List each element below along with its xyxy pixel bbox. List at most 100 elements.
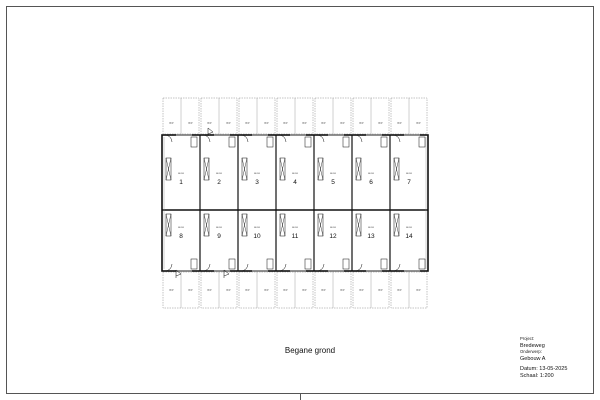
- plot-label: BIP: [283, 288, 287, 292]
- entrance-marker: [207, 127, 214, 136]
- unit-number: 9: [217, 233, 221, 240]
- entry-block: [418, 258, 426, 270]
- entry-block: [266, 258, 274, 270]
- project-value: Bredeweg: [520, 342, 545, 349]
- stair-cross: [165, 213, 172, 237]
- unit-number: 13: [367, 233, 375, 240]
- entry-block: [418, 136, 426, 148]
- project-label: Project:: [520, 336, 535, 341]
- entry-block: [228, 258, 236, 270]
- stair: [203, 213, 210, 237]
- unit-label: BEDR: [368, 227, 374, 229]
- unit-label: BEDR: [254, 227, 260, 229]
- plot-label: BIP: [169, 121, 173, 125]
- plot-label: BIP: [340, 288, 344, 292]
- stair: [279, 213, 286, 237]
- unit-label: BEDR: [406, 227, 412, 229]
- stair-cross: [241, 213, 248, 237]
- date-line: Datum: 13-05-2025: [520, 366, 568, 373]
- plot-label: BIP: [378, 121, 382, 125]
- entry-block: [266, 136, 274, 148]
- entry-block: [228, 136, 236, 148]
- plot-label: BIP: [321, 288, 325, 292]
- unit-label: BEDR: [292, 173, 298, 175]
- door-swing: [392, 263, 401, 272]
- plot-label: BIP: [245, 288, 249, 292]
- units-group: BEDR1BEDR8BEDR2BEDR9BEDR3BEDR10BEDR4BEDR…: [178, 173, 413, 240]
- unit-number: 14: [405, 233, 413, 240]
- entry-block: [190, 258, 198, 270]
- stair: [241, 213, 248, 237]
- entry-block: [190, 136, 198, 148]
- plot-label: BIP: [207, 121, 211, 125]
- stair-cross: [355, 213, 362, 237]
- unit-number: 3: [255, 179, 259, 186]
- door-swing: [354, 134, 363, 143]
- door-swing: [316, 134, 325, 143]
- stair-cross: [241, 157, 248, 181]
- plot-label: BIP: [397, 288, 401, 292]
- entry-block: [380, 136, 388, 148]
- entry-block: [342, 136, 350, 148]
- plot-label: BIP: [264, 288, 268, 292]
- plot-label: BIP: [359, 288, 363, 292]
- stair: [203, 157, 210, 181]
- entry-block: [304, 136, 312, 148]
- plot-label: BIP: [302, 288, 306, 292]
- stair-cross: [393, 213, 400, 237]
- unit-label: BEDR: [368, 173, 374, 175]
- scale-line: Schaal: 1:200: [520, 372, 554, 379]
- unit-number: 12: [329, 233, 337, 240]
- entry-block: [342, 258, 350, 270]
- plot-label: BIP: [283, 121, 287, 125]
- plot-label: BIP: [245, 121, 249, 125]
- unit-label: BEDR: [178, 227, 184, 229]
- unit-number: 5: [331, 179, 335, 186]
- stair-cross: [393, 157, 400, 181]
- entry-block: [380, 258, 388, 270]
- door-swing: [316, 263, 325, 272]
- unit-label: BEDR: [216, 173, 222, 175]
- stair-cross: [165, 157, 172, 181]
- subject-label: Onderwerp:: [520, 349, 542, 355]
- plot-label: BIP: [302, 121, 306, 125]
- stair: [355, 213, 362, 237]
- entrance-marker: [223, 269, 230, 278]
- stair: [165, 157, 172, 181]
- plot-label: BIP: [378, 288, 382, 292]
- stair: [317, 157, 324, 181]
- plot-label: BIP: [226, 121, 230, 125]
- sheet-center-tick: [300, 394, 301, 400]
- door-swing: [278, 263, 287, 272]
- door-swing: [202, 263, 211, 272]
- plot-label: BIP: [416, 288, 420, 292]
- plot-label: BIP: [321, 121, 325, 125]
- plot-label: BIP: [340, 121, 344, 125]
- stair: [393, 213, 400, 237]
- plot-label: BIP: [188, 288, 192, 292]
- subject-value: Gebouw A: [520, 355, 546, 362]
- stair-cross: [203, 157, 210, 181]
- building-outline: [161, 134, 429, 272]
- door-swing: [392, 134, 401, 143]
- unit-number: 2: [217, 179, 221, 186]
- stair-cross: [279, 213, 286, 237]
- stair-cross: [355, 157, 362, 181]
- plot-label: BIP: [226, 288, 230, 292]
- door-swing: [354, 263, 363, 272]
- stair: [393, 157, 400, 181]
- unit-number: 6: [369, 179, 373, 186]
- stair: [355, 157, 362, 181]
- outer-wall: [161, 134, 429, 272]
- unit-number: 11: [292, 233, 299, 240]
- stair: [279, 157, 286, 181]
- door-swing: [164, 263, 173, 272]
- unit-number: 8: [179, 233, 183, 240]
- unit-number: 10: [253, 233, 261, 240]
- door-swing: [240, 263, 249, 272]
- floor-title: Begane grond: [284, 346, 336, 355]
- unit-number: 7: [407, 179, 411, 186]
